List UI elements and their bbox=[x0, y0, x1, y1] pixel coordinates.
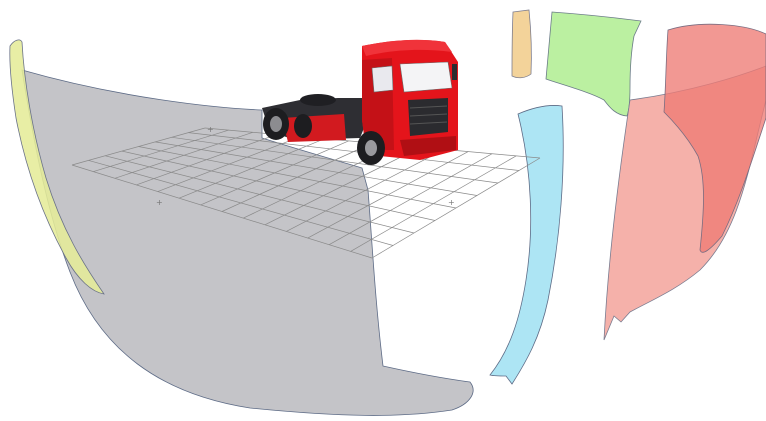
truck-side-skirt bbox=[282, 114, 346, 142]
blue-projection-surface bbox=[490, 105, 563, 384]
truck-grille bbox=[408, 98, 448, 136]
truck-mid-wheel bbox=[294, 114, 312, 138]
svg-text:+: + bbox=[156, 198, 163, 207]
truck-side-window bbox=[372, 66, 393, 92]
truck-windshield bbox=[400, 62, 452, 92]
svg-text:+: + bbox=[207, 125, 214, 134]
svg-text:+: + bbox=[448, 198, 455, 207]
truck-mirror bbox=[452, 64, 457, 80]
orange-projection-surface bbox=[512, 10, 531, 78]
fifth-wheel bbox=[300, 94, 336, 106]
truck-tractor-model bbox=[262, 40, 458, 165]
truck-rear-wheel bbox=[263, 108, 289, 140]
truck-front-wheel bbox=[357, 131, 385, 165]
green-projection-surface bbox=[546, 12, 641, 116]
